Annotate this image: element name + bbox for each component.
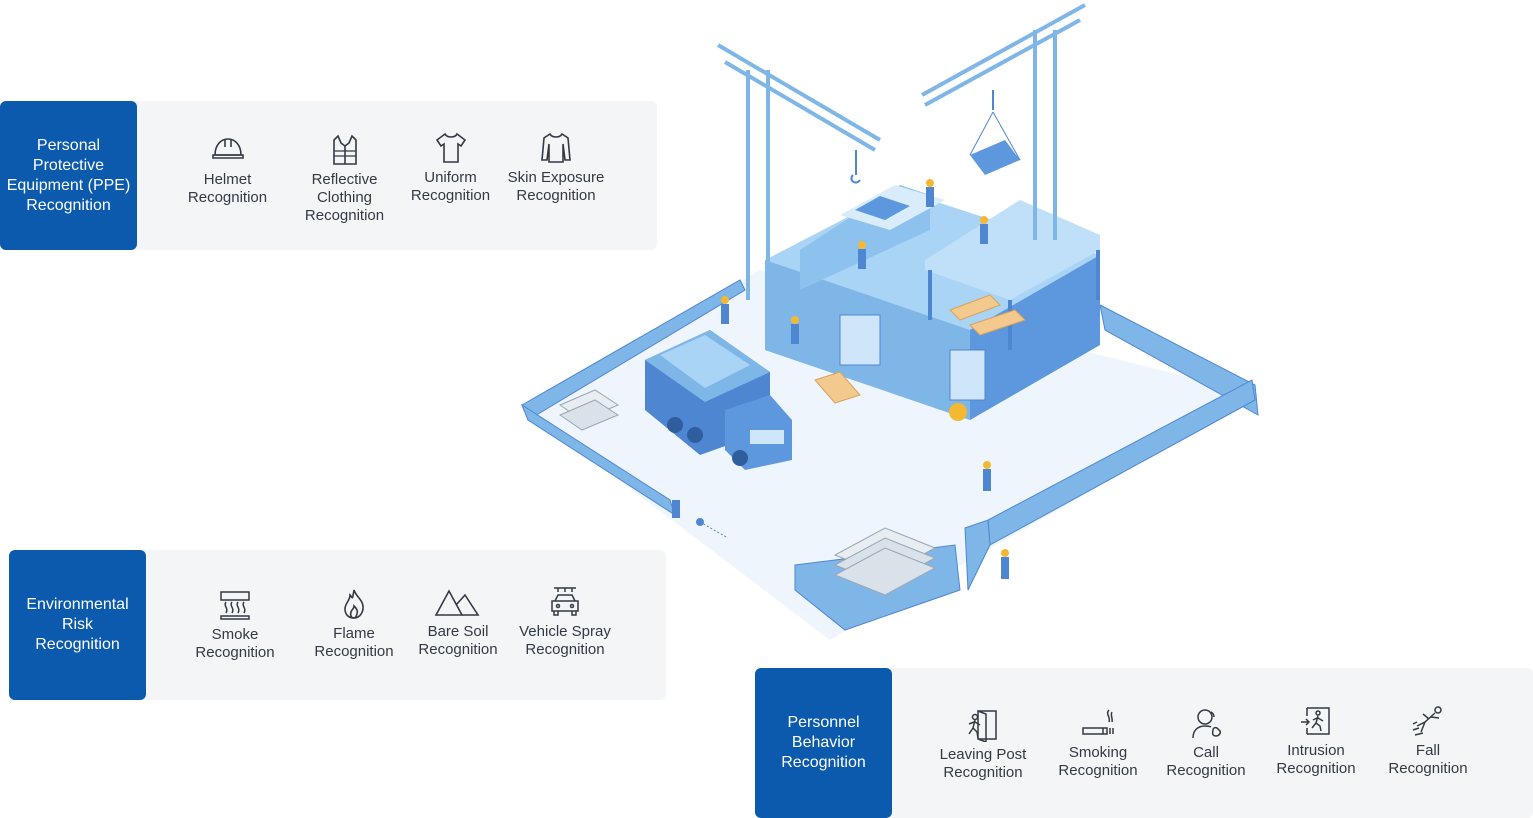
helmet-recognition-item: Helmet Recognition — [180, 133, 275, 207]
crane-left — [716, 43, 882, 300]
long-sleeve-icon — [541, 132, 571, 163]
cigarette-icon — [1082, 709, 1114, 735]
mountain-icon — [434, 589, 480, 616]
environmental-panel: Environmental Risk Recognition Smoke Rec… — [9, 550, 666, 700]
ppe-panel-title: Personal Protective Equipment (PPE) Reco… — [0, 101, 137, 250]
intrusion-icon — [1301, 707, 1330, 735]
reflective-clothing-recognition-item: Reflective Clothing Recognition — [292, 133, 397, 225]
car-wash-icon — [551, 587, 579, 616]
construction-site-illustration — [520, 3, 1260, 640]
personnel-panel: Personnel Behavior Recognition Leaving P… — [755, 668, 1533, 818]
bare-soil-recognition-item: Bare Soil Recognition — [410, 585, 506, 659]
intrusion-recognition-item: Intrusion Recognition — [1265, 704, 1367, 778]
lumber-piles — [814, 294, 1026, 404]
flame-recognition-item: Flame Recognition — [306, 587, 402, 661]
exit-door-icon — [968, 709, 997, 742]
workers — [721, 179, 1009, 579]
crane-right — [921, 3, 1086, 240]
dump-truck — [645, 330, 792, 470]
building — [765, 185, 1100, 420]
environmental-panel-title: Environmental Risk Recognition — [9, 550, 146, 700]
smoking-recognition-item: Smoking Recognition — [1048, 706, 1148, 780]
leaving-post-recognition-item: Leaving Post Recognition — [933, 708, 1033, 782]
vehicle-spray-recognition-item: Vehicle Spray Recognition — [509, 585, 621, 659]
flame-icon — [344, 589, 364, 619]
fall-icon — [1412, 706, 1442, 736]
phone-call-icon — [1192, 709, 1221, 739]
gate-camera — [672, 500, 729, 539]
skin-exposure-recognition-item: Skin Exposure Recognition — [500, 131, 612, 205]
call-recognition-item: Call Recognition — [1156, 706, 1256, 780]
vest-icon — [332, 134, 357, 165]
uniform-recognition-item: Uniform Recognition — [403, 131, 498, 205]
helmet-icon — [211, 138, 244, 159]
fall-recognition-item: Fall Recognition — [1378, 704, 1478, 778]
smoke-icon — [220, 591, 250, 620]
ppe-panel: Personal Protective Equipment (PPE) Reco… — [0, 101, 657, 250]
personnel-panel-title: Personnel Behavior Recognition — [755, 668, 892, 818]
shirt-icon — [435, 132, 466, 163]
material-stacks — [558, 389, 937, 596]
site-fence — [520, 279, 1259, 631]
smoke-recognition-item: Smoke Recognition — [187, 588, 283, 662]
